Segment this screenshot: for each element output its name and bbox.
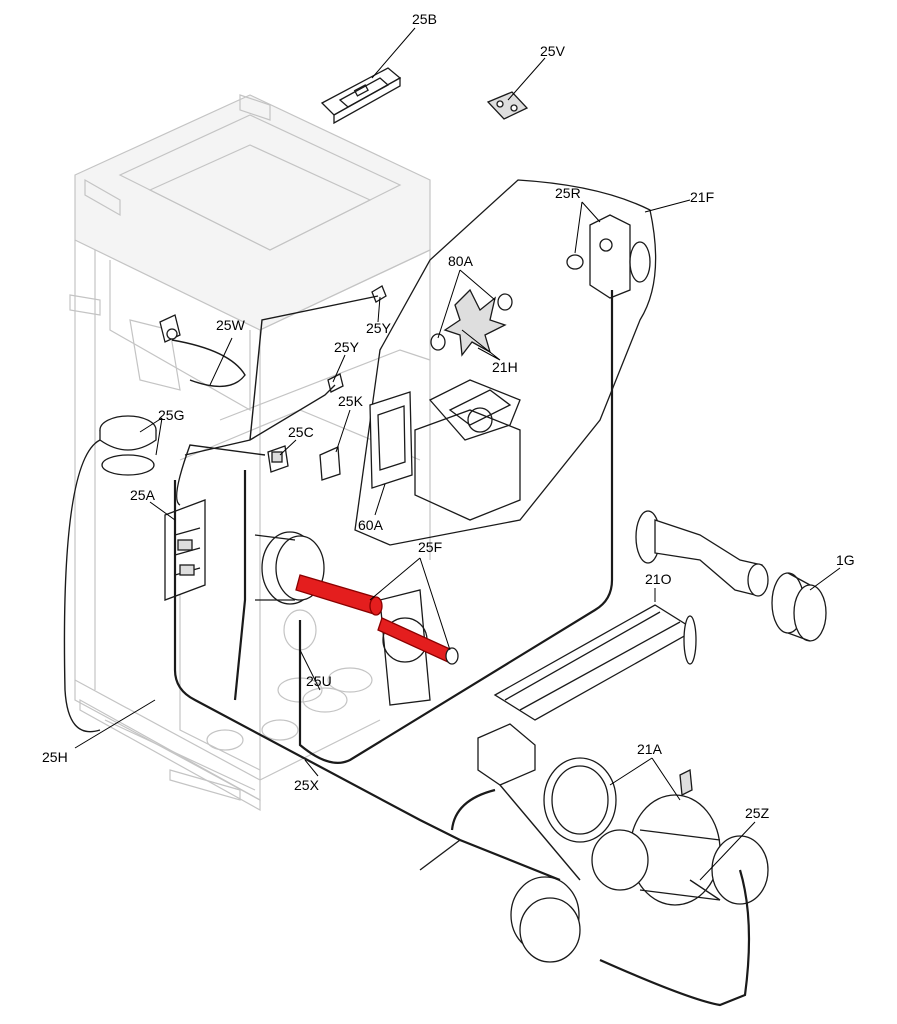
sensor-25y-top	[371, 285, 387, 303]
burner-tube-21o	[477, 604, 697, 786]
fan-21a	[591, 768, 769, 906]
label-80a: 80A	[448, 253, 474, 269]
igniter-25f	[295, 574, 459, 665]
label-25g: 25G	[158, 407, 184, 423]
label-25c: 25C	[288, 424, 314, 440]
label-25f: 25F	[418, 539, 442, 555]
label-25x: 25X	[294, 777, 320, 793]
gear-motor-25r	[566, 214, 651, 299]
label-25r: 25R	[555, 185, 581, 201]
gasket-ring	[543, 757, 617, 843]
gasket-plate-60a	[369, 391, 413, 489]
label-25v: 25V	[540, 43, 566, 59]
remote-25v	[486, 91, 529, 120]
flue-pipe	[635, 510, 769, 597]
label-21a: 21A	[637, 741, 663, 757]
part-labels: 25B 25V 25R 21F 80A 21H 25W 25Y 25Y 25K …	[42, 11, 855, 821]
leader-lines	[74, 27, 841, 881]
control-board-25a	[164, 499, 206, 601]
label-25z: 25Z	[745, 805, 770, 821]
label-25h: 25H	[42, 749, 68, 765]
label-25y-top: 25Y	[366, 320, 392, 336]
label-21f: 21F	[690, 189, 714, 205]
label-25w: 25W	[216, 317, 246, 333]
control-panel-25b	[320, 67, 402, 125]
label-1g: 1G	[836, 552, 855, 568]
label-25k: 25K	[338, 393, 364, 409]
flue-collar-1g	[771, 572, 827, 642]
wiring-harness	[63, 290, 751, 1007]
label-25b: 25B	[412, 11, 437, 27]
burner-chamber	[414, 379, 521, 521]
sensor-25w	[159, 314, 181, 343]
label-21h: 21H	[492, 359, 518, 375]
assembly-outline-21f	[354, 179, 657, 546]
fan-wheel-80a	[430, 288, 513, 357]
label-25u: 25U	[306, 673, 332, 689]
label-25y-mid: 25Y	[334, 339, 360, 355]
burner-duct	[254, 531, 431, 706]
boiler-frame	[69, 94, 431, 812]
label-21o: 21O	[645, 571, 672, 587]
thermostat-25k	[319, 446, 341, 481]
label-25a: 25A	[130, 487, 156, 503]
pressure-switch-25g	[99, 415, 157, 476]
label-60a: 60A	[358, 517, 384, 533]
exhaust-fan	[510, 876, 581, 963]
